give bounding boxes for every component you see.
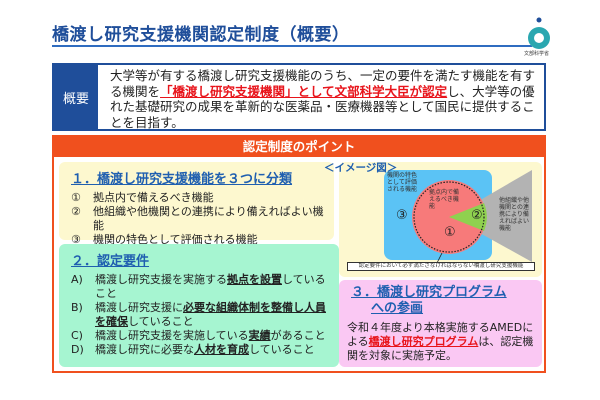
section-1-panel: １．橋渡し研究支援機能を３つに分類 ① 拠点内で備えるべき機能 ② 他組織や他機関と… xyxy=(59,162,334,246)
section-3-text-1: 令和４年度より本格実施するAMEDによる xyxy=(347,321,534,348)
item-text: していること xyxy=(128,315,194,328)
list-item: A) 橋渡し研究支援を実施する拠点を設置していること xyxy=(71,273,326,301)
item-bold: 実績 xyxy=(248,329,271,342)
item-text: 機関の特色として評価される機能 xyxy=(93,233,258,246)
item-mark: ② xyxy=(71,205,81,218)
item-mark: ③ xyxy=(71,233,81,246)
title-divider xyxy=(52,45,532,47)
overview-highlight: 「橋渡し研究支援機関」として文部科学大臣が認定 xyxy=(160,83,448,99)
item-text: 拠点内で備えるべき機能 xyxy=(93,191,214,204)
item-mark: C) xyxy=(71,329,83,342)
overview-box: 概要 大学等が有する橋渡し研究支援機能のうち、一定の要件を満たす機能を有する機関… xyxy=(52,63,546,131)
page-title: 橋渡し研究支援機関認定制度（概要） xyxy=(52,25,350,45)
list-item: ② 他組織や他機関との連携により備えればよい機能 xyxy=(71,205,334,233)
section-3-highlight: 橋渡し研究プログラム xyxy=(368,335,479,348)
section-1-heading: １．橋渡し研究支援機能を３つに分類 xyxy=(71,172,293,187)
item-bold: 必要な組織体制を整備し人員を確保 xyxy=(95,301,326,328)
list-item: ③ 機関の特色として評価される機能 xyxy=(71,233,334,247)
section-3-text: 令和４年度より本格実施するAMEDによる橋渡し研究プログラムは、認定機関を対象に… xyxy=(347,321,534,363)
image-label: ＜イメージ図＞ xyxy=(324,162,398,174)
diagram-shapes xyxy=(384,170,532,264)
list-item: B) 橋渡し研究支援に必要な組織体制を整備し人員を確保していること xyxy=(71,301,326,329)
points-section: 認定制度のポイント １．橋渡し研究支援機能を３つに分類 ① 拠点内で備えるべき機能… xyxy=(52,135,546,373)
section-3-panel: ３．橋渡し研究プログラムへの参画 令和４年度より本格実施するAMEDによる橋渡し… xyxy=(339,280,542,367)
item-text: 橋渡し研究支援を実施している xyxy=(95,329,249,342)
item-mark: ① xyxy=(71,191,81,204)
item-bold: 人材を育成 xyxy=(194,343,249,356)
blue-label: 機関の特色として評価される機能 xyxy=(387,172,418,193)
section-3-text-2: は、認定機関を対象に実施予定。 xyxy=(347,335,534,362)
item-text: していること xyxy=(249,343,315,356)
gray-area xyxy=(451,170,532,262)
item-text: 橋渡し研究支援に xyxy=(95,301,183,314)
item-mark: A) xyxy=(71,273,83,286)
number-2: ② xyxy=(471,208,483,223)
gray-label: 他組織や他機関との連携により備えればよい機能 xyxy=(499,197,530,232)
points-header: 認定制度のポイント xyxy=(54,137,544,157)
image-diagram: 機関の特色として評価される機能 拠点内で備えるべき機能 他組織や他機関との連携に… xyxy=(339,162,542,277)
list-item: D) 橋渡し研究に必要な人材を育成していること xyxy=(71,343,326,357)
item-text: 橋渡し研究に必要な xyxy=(95,343,194,356)
item-mark: B) xyxy=(71,301,83,314)
diagram-caption: 認定要件において必ず満たさなければならない橋渡し研究支援機能 xyxy=(347,262,535,271)
overview-text-1: 大学等が有する橋渡し研究支援機能のうち、一定の要件を満たす機能を有する機関を xyxy=(110,68,536,99)
overview-text: 大学等が有する橋渡し研究支援機能のうち、一定の要件を満たす機能を有する機関を「橋… xyxy=(110,68,540,130)
number-3: ③ xyxy=(396,208,408,223)
green-wedge xyxy=(449,203,487,231)
item-bold: 拠点を設置 xyxy=(227,273,282,286)
dotted-boundary xyxy=(413,181,485,253)
item-mark: D) xyxy=(71,343,84,356)
list-item: C) 橋渡し研究支援を実施している実績があること xyxy=(71,329,326,343)
logo-text: 文部科学省 xyxy=(524,51,550,57)
list-item: ① 拠点内で備えるべき機能 xyxy=(71,191,334,205)
mext-logo-icon xyxy=(528,17,550,49)
overview-text-2: し、大学等の優れた基礎研究の成果を革新的な医薬品・医療機器等として国民に提供する… xyxy=(110,83,535,130)
section-3-heading: ３．橋渡し研究プログラムへの参画 xyxy=(351,285,507,316)
number-1: ① xyxy=(444,225,456,240)
section-2-heading: ２．認定要件 xyxy=(71,254,150,269)
item-text: 橋渡し研究支援を実施する xyxy=(95,273,227,286)
circle-label: 拠点内で備えるべき機能 xyxy=(429,189,460,210)
item-text: していること xyxy=(95,273,326,300)
overview-label: 概要 xyxy=(54,65,98,129)
item-text: があること xyxy=(270,329,326,342)
section-2-panel: ２．認定要件 A)橋渡し研究支援を実施する拠点を設置していること B)橋渡し研究… xyxy=(59,244,339,367)
item-text: 他組織や他機関との連携により備えればよい機能 xyxy=(93,205,324,232)
